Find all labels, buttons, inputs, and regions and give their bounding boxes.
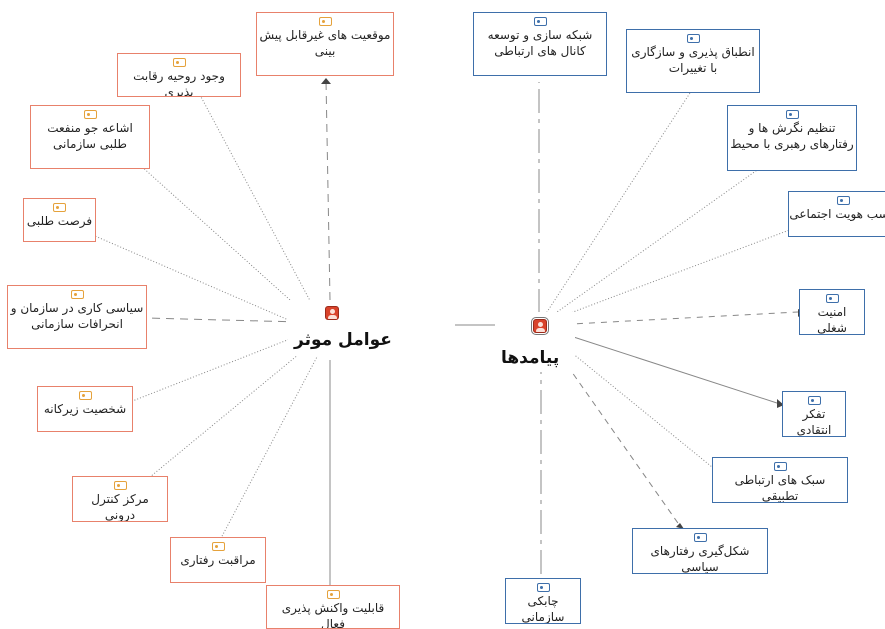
- node-label: چابکی سازمانی: [521, 594, 565, 624]
- factor-node[interactable]: قابلیت واکنش پذیری فعال: [266, 585, 400, 629]
- node-label: تفکر انتقادی: [796, 407, 832, 437]
- tag-icon: [83, 110, 97, 119]
- node-label: وجود روحیه رقابت پذیری: [133, 69, 225, 97]
- node-label: امنیت شغلی: [817, 305, 847, 335]
- factor-node[interactable]: سیاسی کاری در سازمان و انحرافات سازمانی: [7, 285, 147, 349]
- link-left-3: [94, 235, 301, 326]
- node-label: سبک های ارتباطی تطبیقی: [734, 473, 826, 503]
- node-label: شکل‌گیری رفتارهای سیاسی: [650, 544, 750, 574]
- link-right-6: [549, 334, 713, 468]
- tag-icon: [836, 196, 850, 205]
- link-left-6: [149, 344, 311, 478]
- factor-node[interactable]: شخصیت زیرکانه: [37, 386, 133, 432]
- node-label: موقعیت های غیرقابل پیش بینی: [259, 28, 391, 58]
- factor-node[interactable]: فرصت طلبی: [23, 198, 96, 242]
- tag-icon: [686, 34, 700, 43]
- outcome-node[interactable]: امنیت شغلی: [799, 289, 865, 335]
- outcome-node[interactable]: کسب هویت اجتماعی: [788, 191, 885, 237]
- tag-icon: [773, 462, 787, 471]
- node-label: مراقبت رفتاری: [180, 553, 256, 567]
- right-hub-label: پیامدها: [501, 348, 560, 368]
- link-left-7: [219, 354, 319, 541]
- factor-node[interactable]: موقعیت های غیرقابل پیش بینی: [256, 12, 394, 76]
- link-right-1: [544, 92, 691, 316]
- tag-icon: [825, 294, 839, 303]
- factor-node[interactable]: مرکز کنترل درونی: [72, 476, 168, 522]
- node-label: تنظیم نگرش ها و رفتارهای رهبری با محیط: [730, 121, 854, 151]
- node-label: انطباق پذیری و سازگاری با تغییرات: [631, 45, 755, 75]
- link-right-4: [552, 311, 799, 326]
- factor-node[interactable]: مراقبت رفتاری: [170, 537, 266, 583]
- tag-icon: [78, 391, 92, 400]
- tag-icon: [785, 110, 799, 119]
- link-left-2: [139, 164, 311, 319]
- tag-icon: [326, 590, 340, 599]
- factor-node[interactable]: وجود روحیه رقابت پذیری: [117, 53, 241, 97]
- tag-icon: [53, 203, 66, 212]
- link-left-0: [325, 79, 331, 301]
- person-icon: [325, 306, 339, 320]
- tag-icon: [172, 58, 186, 67]
- person-icon: [531, 317, 549, 335]
- tag-icon: [70, 290, 84, 299]
- node-label: شبکه سازی و توسعه کانال های ارتباطی: [487, 28, 593, 58]
- outcome-node[interactable]: چابکی سازمانی: [505, 578, 581, 624]
- factor-node[interactable]: اشاعه جو منفعت طلبی سازمانی: [30, 105, 150, 169]
- outcome-node[interactable]: شبکه سازی و توسعه کانال های ارتباطی: [473, 12, 607, 76]
- outcome-node[interactable]: تنظیم نگرش ها و رفتارهای رهبری با محیط: [727, 105, 857, 171]
- link-left-1: [199, 94, 316, 311]
- tag-icon: [211, 542, 225, 551]
- outcome-node[interactable]: تفکر انتقادی: [782, 391, 846, 437]
- tag-icon: [693, 533, 707, 542]
- outcome-node[interactable]: سبک های ارتباطی تطبیقی: [712, 457, 848, 503]
- tag-icon: [113, 481, 127, 490]
- left-hub-label: عوامل موثر: [294, 330, 392, 350]
- link-right-5: [551, 329, 781, 405]
- node-label: شخصیت زیرکانه: [43, 402, 127, 416]
- left-hub[interactable]: عوامل موثر: [288, 300, 392, 356]
- link-right-2: [549, 167, 761, 318]
- node-label: قابلیت واکنش پذیری فعال: [281, 601, 385, 629]
- tag-icon: [536, 583, 550, 592]
- outcome-node[interactable]: انطباق پذیری و سازگاری با تغییرات: [626, 29, 760, 93]
- tag-icon: [318, 17, 332, 26]
- link-right-3: [551, 225, 801, 321]
- node-label: سیاسی کاری در سازمان و انحرافات سازمانی: [10, 301, 144, 331]
- right-hub[interactable]: پیامدها: [495, 312, 575, 372]
- outcome-node[interactable]: شکل‌گیری رفتارهای سیاسی: [632, 528, 768, 574]
- node-label: مرکز کنترل درونی: [91, 492, 149, 522]
- node-label: کسب هویت اجتماعی: [789, 207, 885, 221]
- node-label: فرصت طلبی: [26, 214, 93, 228]
- node-label: اشاعه جو منفعت طلبی سازمانی: [47, 121, 133, 151]
- tag-icon: [533, 17, 547, 26]
- link-left-5: [129, 334, 301, 403]
- tag-icon: [807, 396, 821, 405]
- link-left-4: [145, 317, 301, 323]
